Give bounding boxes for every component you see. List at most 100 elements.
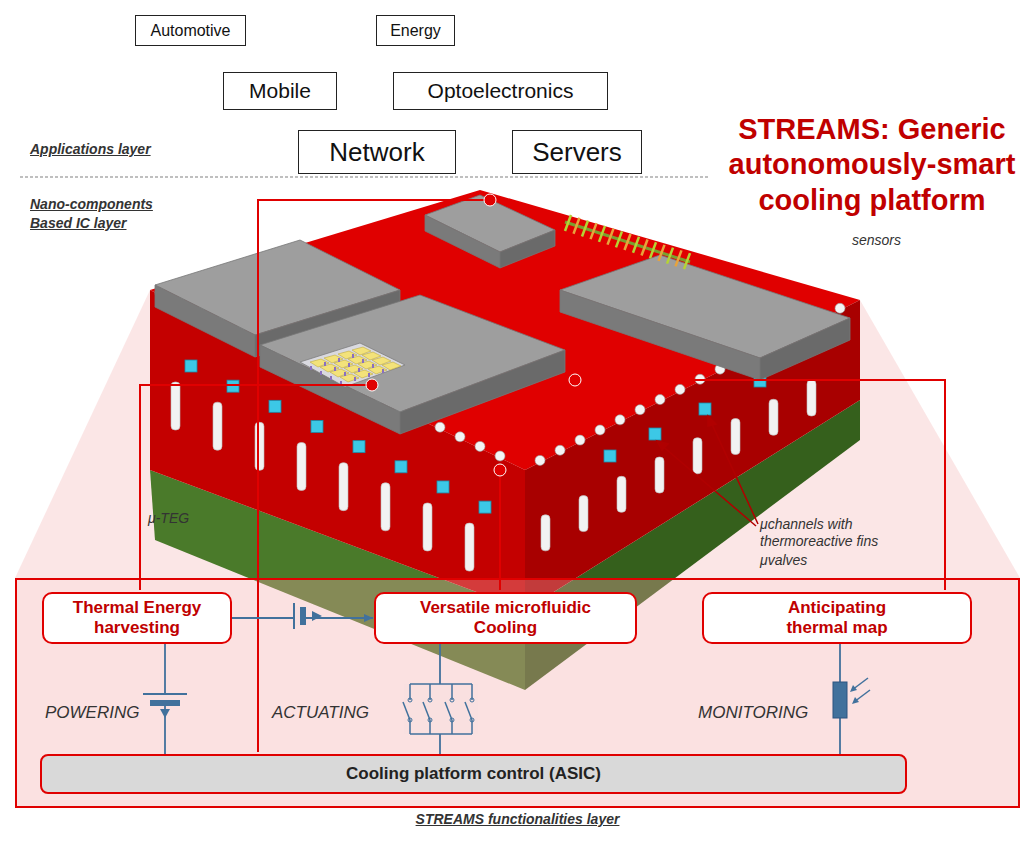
switch (403, 702, 410, 720)
thermoelectric-generator (310, 347, 401, 385)
teg-leg-side (330, 376, 332, 380)
part-label: μvalves (760, 552, 880, 568)
thermoreactive-fin (625, 234, 631, 250)
leader-dots (366, 194, 581, 476)
application-box: Optoelectronics (393, 72, 608, 110)
teg-leg (382, 362, 401, 370)
photoresistor (833, 682, 847, 718)
solder-bump (435, 422, 445, 432)
battery-arrow (312, 611, 322, 621)
battery-symbol (150, 700, 180, 706)
sensor-square (479, 501, 491, 513)
switch-contact (428, 698, 432, 702)
part-label: μchannels with thermoreactive fins (760, 516, 930, 550)
thermoreactive-fin (659, 245, 665, 261)
microchannel-fins (565, 215, 690, 269)
box-text: Anticipating thermal map (762, 598, 912, 637)
line-gap (404, 684, 478, 734)
box-text: Servers (532, 137, 622, 168)
microvalve (604, 450, 616, 462)
chips (155, 195, 850, 434)
teg-leg-side (382, 369, 384, 373)
application-box: Servers (512, 130, 642, 174)
callout-arrows (657, 416, 758, 526)
diagram-title: STREAMS: Generic autonomously-smart cool… (712, 112, 1032, 218)
via-pillar (731, 419, 740, 455)
teg-leg-side (368, 373, 370, 377)
application-box: Automotive (135, 15, 246, 46)
box-text: Automotive (150, 22, 230, 40)
via-pillar (423, 503, 432, 551)
box-text: Versatile microfluidic Cooling (396, 598, 616, 637)
solder-bump (635, 405, 645, 415)
teg-leg-side (344, 372, 346, 376)
solder-bump (555, 445, 565, 455)
via-pillar (807, 380, 816, 416)
function-label: POWERING (45, 703, 185, 723)
leader-lines (140, 200, 945, 752)
teg-leg-side (352, 354, 354, 358)
microvalve (649, 428, 661, 440)
function-box: Anticipating thermal map (702, 592, 972, 644)
controller-box: Cooling platform control (ASIC) (40, 754, 907, 794)
teg-leg-side (324, 362, 326, 366)
teg-leg-side (334, 367, 336, 371)
thermoreactive-fin (650, 242, 656, 258)
box-text: Mobile (249, 79, 311, 103)
sensor-square (269, 400, 281, 412)
teg-leg (354, 370, 373, 378)
solder-bump (595, 425, 605, 435)
solder-bump (495, 451, 505, 461)
battery-symbol (300, 607, 306, 625)
via-pillar (465, 523, 474, 571)
switch (465, 702, 472, 720)
function-box: Thermal Energy harvesting (42, 592, 232, 644)
sensor-square (437, 481, 449, 493)
box-text: Thermal Energy harvesting (52, 598, 222, 637)
solder-bump (455, 432, 465, 442)
switch-contact (450, 698, 454, 702)
via-pillar (617, 476, 626, 512)
function-label: MONITORING (698, 703, 828, 723)
via-pillar (769, 399, 778, 435)
switch-contact (428, 718, 432, 722)
teg-leg-side (354, 377, 356, 381)
application-box: Energy (376, 15, 455, 46)
box-text: Cooling platform control (ASIC) (346, 764, 601, 784)
functionalities-panel: STREAMS functionalities layerThermal Ene… (15, 578, 1020, 808)
switch (423, 702, 430, 720)
thermoreactive-fin (591, 223, 597, 239)
part-label: μ-TEG (148, 510, 218, 526)
switch-contact (408, 698, 412, 702)
box-text: Network (329, 137, 424, 168)
box-text: Optoelectronics (428, 79, 574, 103)
thermoreactive-fin (582, 220, 588, 236)
sensor-square (227, 380, 239, 392)
application-box: Mobile (223, 72, 337, 110)
function-box: Versatile microfluidic Cooling (374, 592, 637, 644)
thermoreactive-fin (574, 218, 580, 234)
layer-label: Nano-components Based IC layer (30, 195, 155, 233)
solder-bump (675, 384, 685, 394)
thermoreactive-fin (642, 239, 648, 255)
teg-leg-side (320, 371, 322, 375)
switch-contact (470, 698, 474, 702)
solder-bump (615, 415, 625, 425)
switch-contact (470, 718, 474, 722)
application-box: Network (298, 130, 456, 174)
red-substrate (150, 190, 860, 610)
battery-symbol (143, 693, 187, 695)
box-text: Energy (390, 22, 441, 40)
light-arrow (850, 685, 857, 692)
teg-leg-side (362, 359, 364, 363)
thermoreactive-fin (676, 250, 682, 266)
thermoreactive-fin (565, 215, 571, 231)
solder-bump (655, 395, 665, 405)
via-pillar (579, 496, 588, 532)
via-pillar (655, 457, 664, 493)
solder-bump (835, 303, 845, 313)
part-label: sensors (852, 232, 942, 248)
sensor-square (185, 360, 197, 372)
thermoreactive-fin (616, 231, 622, 247)
via-pillar (339, 463, 348, 511)
